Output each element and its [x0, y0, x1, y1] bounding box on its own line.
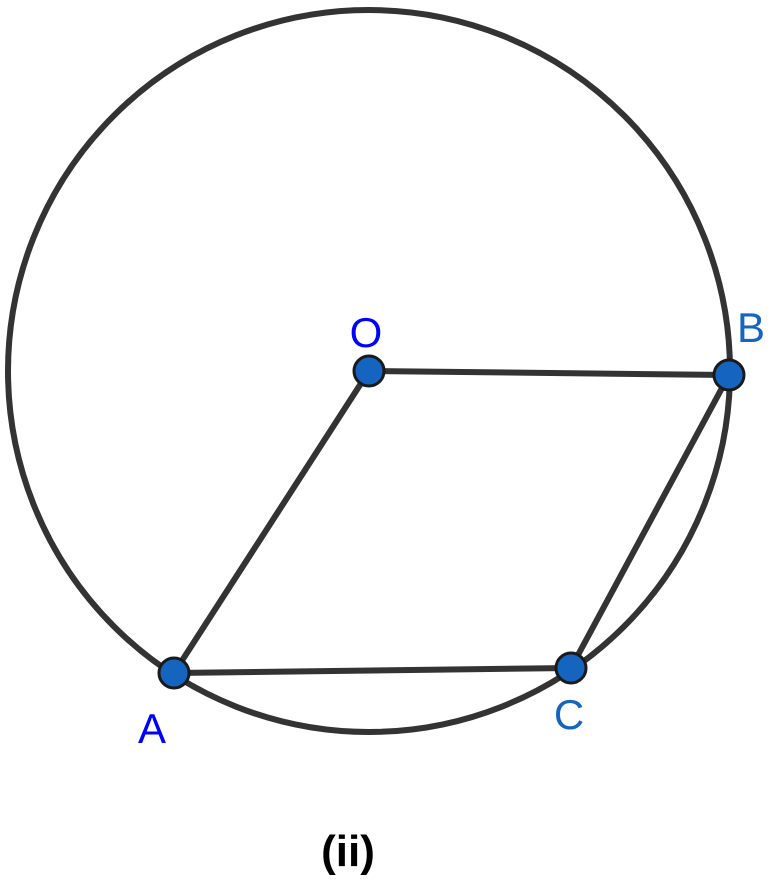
point-C [554, 651, 588, 685]
figure-caption: (ii) [321, 827, 375, 876]
label-C: C [554, 691, 584, 738]
segment-OB [366, 368, 732, 378]
segment-AC [171, 665, 574, 676]
point-O [352, 354, 386, 388]
label-A: A [138, 705, 166, 752]
segment-OA [171, 368, 372, 676]
point-A [157, 656, 191, 690]
point-B [712, 358, 746, 392]
segment-CB [568, 372, 732, 671]
label-B: B [737, 304, 765, 351]
label-O: O [350, 309, 383, 356]
